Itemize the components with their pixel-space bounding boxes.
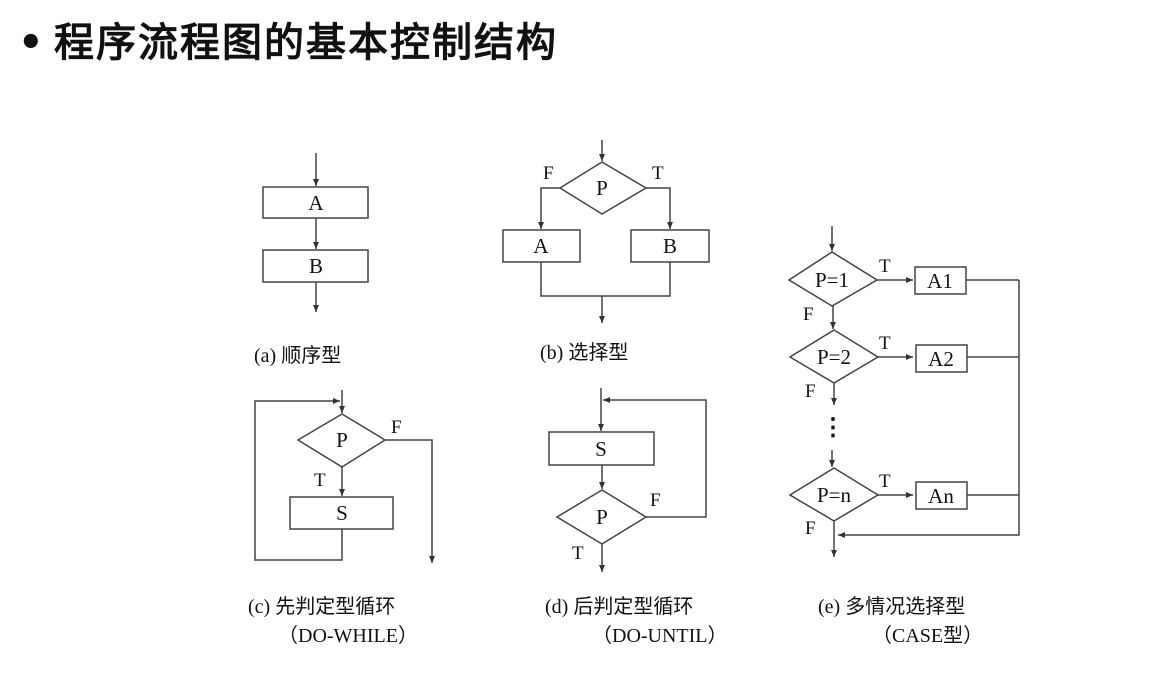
- false-label: F: [650, 490, 661, 511]
- bullet: •: [18, 19, 46, 66]
- caption: (a) 顺序型: [254, 344, 341, 367]
- loop-back-line: [254, 398, 343, 561]
- slide-title: •程序流程图的基本控制结构: [18, 10, 558, 68]
- merge-line: [540, 262, 671, 297]
- caption: (c) 先判定型循环: [248, 595, 395, 618]
- subcaption: （DO-UNTIL）: [592, 624, 728, 647]
- diagram-sequence: A B (a) 顺序型: [254, 153, 369, 367]
- title-text: 程序流程图的基本控制结构: [54, 19, 558, 66]
- box-label: A: [308, 191, 324, 215]
- true-label: T: [314, 470, 326, 491]
- decision-diamond: [787, 251, 879, 307]
- box-label: A: [533, 234, 549, 258]
- process-box-s: [289, 496, 394, 530]
- true-label: T: [652, 163, 664, 184]
- decision-label: P=1: [815, 268, 849, 292]
- decision-label: P=2: [817, 345, 851, 369]
- diagram-do-while: P F T S (c) 先判定型循环 （DO-WHILE）: [248, 390, 435, 647]
- box-label: A2: [928, 347, 954, 371]
- merge-line: [838, 280, 1020, 538]
- decision-label: P: [596, 176, 608, 200]
- caption: (b) 选择型: [540, 341, 628, 364]
- diagram-selection: P F T A B (b) 选择型: [502, 140, 710, 364]
- true-label: T: [572, 543, 584, 564]
- caption: (e) 多情况选择型: [818, 595, 965, 618]
- false-label: F: [543, 163, 554, 184]
- diagram-case: P=1 T A1 F P=2 T A2 F ⋮ P=n T An F (e) 多…: [787, 226, 1020, 647]
- ellipsis: ⋮: [821, 415, 845, 441]
- decision-label: P: [596, 505, 608, 529]
- false-label: F: [805, 518, 816, 539]
- box-label: S: [336, 501, 348, 525]
- decision-label: P: [336, 428, 348, 452]
- true-label: T: [879, 333, 891, 354]
- true-label: T: [879, 471, 891, 492]
- box-label: S: [595, 437, 607, 461]
- arrow: [385, 439, 435, 563]
- box-label: B: [309, 254, 323, 278]
- action-box: [915, 481, 968, 510]
- diagram-do-until: S P F T (d) 后判定型循环 （DO-UNTIL）: [545, 388, 728, 647]
- arrow: [538, 187, 560, 229]
- decision-label: P=n: [817, 483, 852, 507]
- box-label: A1: [927, 269, 953, 293]
- loop-back-line: [603, 397, 707, 518]
- box-label: An: [928, 484, 954, 508]
- subcaption: （DO-WHILE）: [278, 624, 418, 647]
- decision-diamond: [558, 161, 648, 215]
- false-label: F: [803, 304, 814, 325]
- box-label: B: [663, 234, 677, 258]
- action-box: [914, 266, 967, 295]
- true-label: T: [879, 256, 891, 277]
- caption: (d) 后判定型循环: [545, 595, 693, 618]
- false-label: F: [805, 381, 816, 402]
- action-box: [915, 344, 968, 373]
- subcaption: （CASE型）: [872, 624, 983, 647]
- process-box-b: [630, 229, 710, 263]
- false-label: F: [391, 417, 402, 438]
- arrow: [646, 187, 673, 229]
